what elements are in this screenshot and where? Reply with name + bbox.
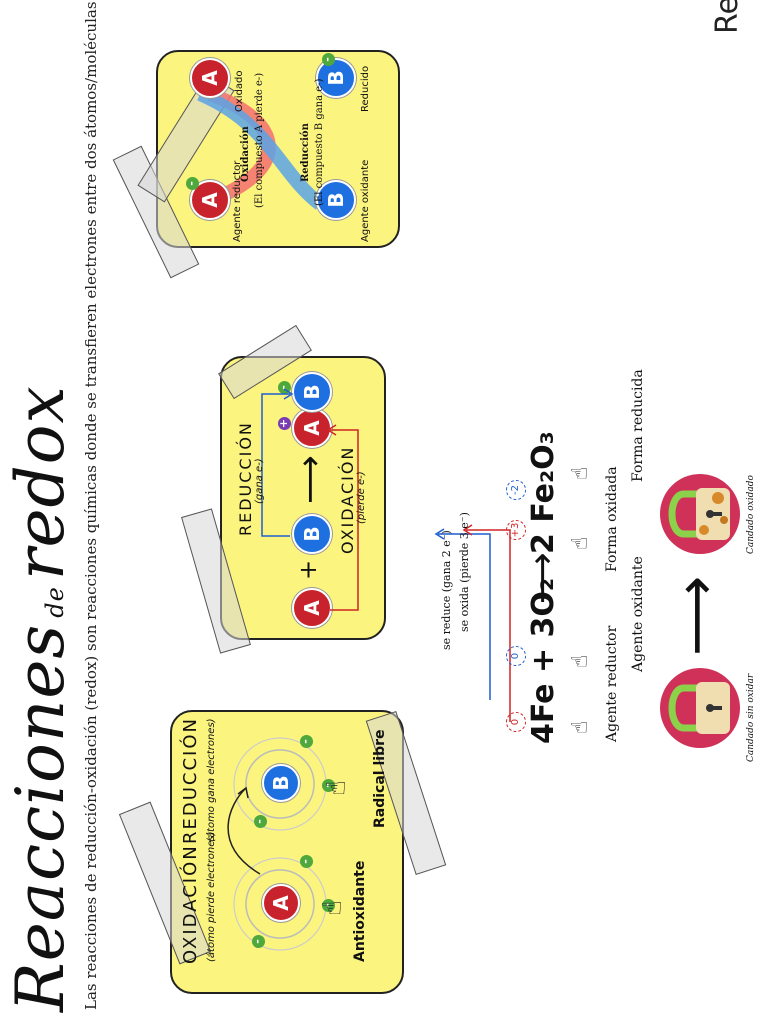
equation-brackets [434, 524, 511, 722]
panel3-cycle-arrows [197, 87, 325, 211]
lock-details [668, 488, 730, 734]
panel2-arrows [261, 388, 359, 611]
infographic-canvas: Reaccionesderedox Las reacciones de redu… [2, 0, 756, 1012]
